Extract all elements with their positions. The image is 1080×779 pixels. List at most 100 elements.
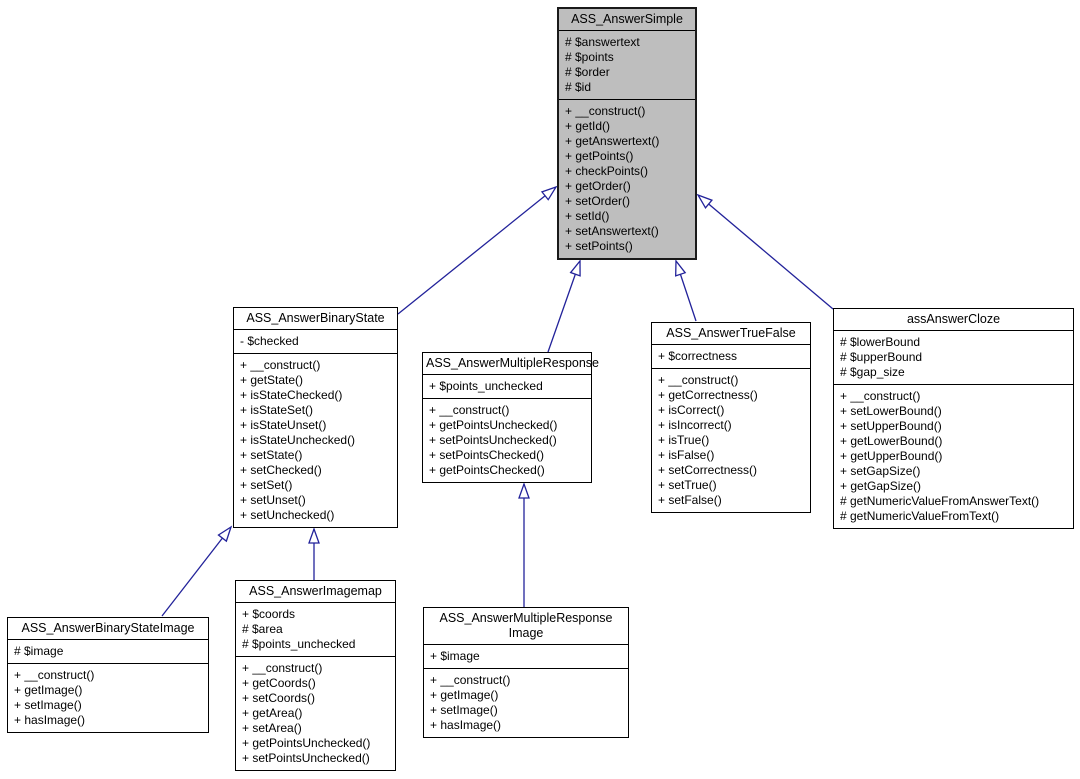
attribute-line: + $image [430,649,480,663]
class-title-line: assAnswerCloze [906,312,1001,326]
class-operations: + __construct()+ getCoords()+ setCoords(… [236,656,395,770]
operation-line: + setPointsUnchecked() [429,433,557,447]
operation-line: + setChecked() [240,463,322,477]
operation-line: + setSet() [240,478,293,492]
operation-line: + hasImage() [430,718,502,732]
operation-line: + setUnset() [240,493,306,507]
attribute-line: + $coords [242,607,296,621]
class-box-ass-answersimple[interactable]: ASS_AnswerSimple # $answertext# $points#… [557,7,697,260]
operation-line: + isStateUnchecked() [240,433,356,447]
operation-line: + setLowerBound() [840,404,942,418]
operation-line: + __construct() [840,389,921,403]
operation-line: + getImage() [14,683,83,697]
edge-multipleresponse-to-simple [547,259,581,353]
class-title-line: ASS_AnswerImagemap [249,584,382,598]
operation-line: + getPointsUnchecked() [429,418,558,432]
operation-line: + __construct() [242,661,323,675]
attribute-line: # $upperBound [840,350,923,364]
operation-line: + checkPoints() [565,164,649,178]
class-attributes: + $coords# $area# $points_unchecked [236,602,395,656]
attribute-line: + $points_unchecked [429,379,543,393]
class-attributes: # $answertext# $points# $order# $id [559,30,695,99]
operation-line: + setPointsChecked() [429,448,545,462]
class-attributes: # $image [8,639,208,663]
operation-line: + getPointsUnchecked() [242,736,371,750]
attribute-line: # $order [565,65,610,79]
operation-line: + setPointsUnchecked() [242,751,370,765]
edge-binarystate-to-simple [397,185,558,315]
class-attributes: + $points_unchecked [423,374,591,398]
class-operations: + __construct()+ getState()+ isStateChec… [234,353,397,527]
operation-line: + getLowerBound() [840,434,943,448]
operation-line: + getUpperBound() [840,449,943,463]
operation-line: + setGapSize() [840,464,921,478]
class-operations: + __construct()+ getImage()+ setImage()+… [424,668,628,737]
operation-line: + __construct() [429,403,510,417]
operation-line: + setArea() [242,721,302,735]
class-box-ass-answerbinarystateimage[interactable]: ASS_AnswerBinaryStateImage # $image + __… [7,617,209,733]
operation-line: # getNumericValueFromText() [840,509,1000,523]
attribute-line: # $lowerBound [840,335,921,349]
class-title-line: Image [508,626,544,640]
operation-line: + isFalse() [658,448,715,462]
operation-line: + isStateUnset() [240,418,327,432]
operation-line: + setTrue() [658,478,717,492]
operation-line: + hasImage() [14,713,86,727]
operation-line: + getId() [565,119,611,133]
class-box-assanswercloze[interactable]: assAnswerCloze # $lowerBound# $upperBoun… [833,308,1074,529]
class-operations: + __construct()+ getImage()+ setImage()+… [8,663,208,732]
attribute-line: # $points [565,50,614,64]
attribute-line: # $gap_size [840,365,905,379]
attribute-line: # $answertext [565,35,640,49]
operation-line: + setCoords() [242,691,316,705]
class-title: ASS_AnswerImagemap [236,581,395,602]
class-box-ass-answerimagemap[interactable]: ASS_AnswerImagemap + $coords# $area# $po… [235,580,396,771]
class-attributes: + $correctness [652,344,810,368]
edge-truefalse-to-simple [675,259,697,322]
class-box-ass-answertruefalse[interactable]: ASS_AnswerTrueFalse + $correctness + __c… [651,322,811,513]
class-title: ASS_AnswerSimple [559,9,695,30]
class-operations: + __construct()+ getPointsUnchecked()+ s… [423,398,591,482]
operation-line: # getNumericValueFromAnswerText() [840,494,1040,508]
class-operations: + __construct()+ getCorrectness()+ isCor… [652,368,810,512]
operation-line: + __construct() [430,673,511,687]
attribute-line: + $correctness [658,349,738,363]
operation-line: + isTrue() [658,433,710,447]
class-attributes: # $lowerBound# $upperBound# $gap_size [834,330,1073,384]
class-title-line: ASS_AnswerSimple [571,12,683,26]
operation-line: + getCoords() [242,676,316,690]
operation-line: + getCorrectness() [658,388,758,402]
operation-line: + setUpperBound() [840,419,942,433]
attribute-line: # $area [242,622,283,636]
attribute-line: # $points_unchecked [242,637,356,651]
operation-line: + isIncorrect() [658,418,732,432]
attribute-line: # $id [565,80,592,94]
operation-line: + getImage() [430,688,499,702]
operation-line: + setCorrectness() [658,463,758,477]
operation-line: + getPointsChecked() [429,463,545,477]
operation-line: + getArea() [242,706,303,720]
class-operations: + __construct()+ getId()+ getAnswertext(… [559,99,695,258]
operation-line: + setOrder() [565,194,631,208]
operation-line: + setPoints() [565,239,633,253]
operation-line: + __construct() [658,373,739,387]
class-title: ASS_AnswerTrueFalse [652,323,810,344]
operation-line: + isCorrect() [658,403,725,417]
operation-line: + setImage() [430,703,498,717]
operation-line: + setFalse() [658,493,722,507]
class-title-line: ASS_AnswerBinaryState [246,311,385,325]
attribute-line: - $checked [240,334,299,348]
operation-line: + getGapSize() [840,479,922,493]
class-box-ass-answerbinarystate[interactable]: ASS_AnswerBinaryState - $checked + __con… [233,307,398,528]
attribute-line: # $image [14,644,64,658]
operation-line: + __construct() [565,104,646,118]
class-attributes: + $image [424,644,628,668]
operation-line: + __construct() [14,668,95,682]
class-box-ass-answermultipleresponse[interactable]: ASS_AnswerMultipleResponse + $points_unc… [422,352,599,483]
operation-line: + isStateSet() [240,403,314,417]
class-title: assAnswerCloze [834,309,1073,330]
operation-line: + getOrder() [565,179,631,193]
operation-line: + getPoints() [565,149,634,163]
